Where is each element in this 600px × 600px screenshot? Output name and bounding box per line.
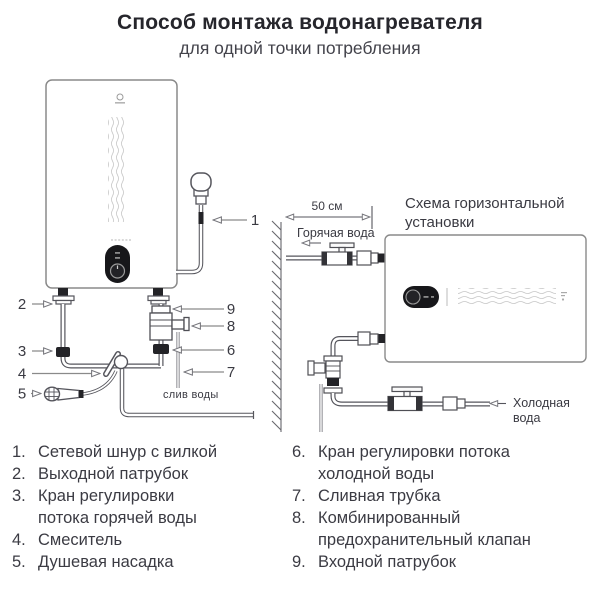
legend-text: Комбинированный предохранительный клапан bbox=[318, 509, 531, 549]
legend-text: Выходной патрубок bbox=[38, 465, 189, 483]
svg-text:7: 7 bbox=[227, 364, 235, 381]
shower-head bbox=[43, 370, 118, 402]
legend-text: Входной патрубок bbox=[318, 553, 456, 571]
callout-9: 9 bbox=[173, 301, 235, 318]
scheme-title-line2: установки bbox=[405, 214, 474, 231]
legend-number: 6. bbox=[292, 443, 306, 461]
distance-label: 50 см bbox=[312, 199, 343, 213]
legend-number: 7. bbox=[292, 487, 306, 505]
legend-item-1: 1. Сетевой шнур с вилкой bbox=[12, 441, 234, 463]
svg-text:2: 2 bbox=[18, 296, 26, 313]
svg-text:1: 1 bbox=[251, 212, 259, 229]
svg-text:5: 5 bbox=[18, 386, 26, 403]
water-heater-horizontal bbox=[378, 234, 587, 363]
legend-number: 8. bbox=[292, 509, 306, 527]
svg-text:4: 4 bbox=[18, 366, 26, 383]
svg-text:9: 9 bbox=[227, 301, 235, 318]
legend-text: Смеситель bbox=[38, 531, 123, 549]
distance-dimension: 50 см bbox=[286, 199, 373, 229]
control-panel-horizontal bbox=[403, 286, 439, 308]
legend-text: Кран регулировки потока горячей воды bbox=[38, 487, 197, 527]
callout-1: 1 bbox=[213, 212, 259, 229]
callout-2: 2 bbox=[18, 296, 52, 313]
inlet-connector bbox=[378, 334, 385, 343]
scheme-title-line1: Схема горизонтальной bbox=[405, 195, 565, 212]
wave-texture bbox=[458, 288, 556, 306]
brand-logo-icon bbox=[115, 93, 125, 104]
legend-number: 9. bbox=[292, 553, 306, 571]
power-plug-icon bbox=[190, 172, 212, 205]
outlet-pipe bbox=[52, 295, 161, 369]
callout-8: 8 bbox=[192, 318, 235, 335]
legend-item-4: 4. Смеситель bbox=[12, 529, 234, 551]
legend-item-3: 3. Кран регулировки потока горячей воды bbox=[12, 485, 234, 529]
brand-logo-icon bbox=[561, 292, 567, 301]
water-heater-front bbox=[45, 79, 178, 296]
safety-valve bbox=[307, 355, 343, 386]
outlet-nipple bbox=[58, 288, 68, 296]
power-cord bbox=[176, 172, 212, 275]
callout-5: 5 bbox=[18, 386, 41, 403]
callout-7: 7 bbox=[184, 364, 235, 381]
legend-text: Душевая насадка bbox=[38, 553, 174, 571]
page-subtitle: для одной точки потребления bbox=[179, 38, 421, 58]
cold-water-valve bbox=[153, 344, 169, 354]
legend-right-column: 6. Кран регулировки потока холодной воды… bbox=[292, 441, 570, 573]
legend-item-6: 6. Кран регулировки потока холодной воды bbox=[292, 441, 570, 485]
legend-item-7: 7. Сливная трубка bbox=[292, 485, 570, 507]
hot-water-pipe-assembly bbox=[286, 242, 385, 266]
legend-text: Сетевой шнур с вилкой bbox=[38, 443, 218, 461]
page-title: Способ монтажа водонагревателя bbox=[117, 11, 483, 34]
control-panel bbox=[105, 245, 130, 283]
vertical-installation-diagram: 1 2 3 4 5 9 8 6 bbox=[18, 79, 259, 419]
mixer-tap bbox=[103, 351, 129, 377]
callout-3: 3 bbox=[18, 343, 52, 360]
svg-text:8: 8 bbox=[227, 318, 235, 335]
legend-text: Кран регулировки потока холодной воды bbox=[318, 443, 510, 483]
safety-valve bbox=[149, 312, 190, 341]
temperature-knob bbox=[405, 289, 421, 305]
inlet-nipple bbox=[153, 288, 163, 296]
horizontal-installation-diagram: Схема горизонтальной установки 50 см Гор… bbox=[271, 195, 587, 432]
wave-texture bbox=[108, 117, 125, 222]
cold-water-label-line2: вода bbox=[513, 411, 540, 425]
svg-text:3: 3 bbox=[18, 343, 26, 360]
cold-water-pipe-assembly bbox=[330, 386, 490, 412]
cold-inlet-assembly bbox=[307, 331, 379, 432]
wall-hatching bbox=[271, 220, 282, 432]
drain-label: слив воды bbox=[163, 389, 219, 401]
legend-item-9: 9. Входной патрубок bbox=[292, 551, 570, 573]
hot-water-label: Горячая вода bbox=[297, 226, 375, 240]
legend-left-column: 1. Сетевой шнур с вилкой 2. Выходной пат… bbox=[12, 441, 234, 573]
hot-water-valve bbox=[56, 347, 70, 357]
legend-number: 5. bbox=[12, 553, 26, 571]
legend-number: 1. bbox=[12, 443, 26, 461]
legend-number: 3. bbox=[12, 487, 26, 505]
legend-text: Сливная трубка bbox=[318, 487, 441, 505]
legend-number: 4. bbox=[12, 531, 26, 549]
legend-item-5: 5. Душевая насадка bbox=[12, 551, 234, 573]
legend-item-2: 2. Выходной патрубок bbox=[12, 463, 234, 485]
callout-4: 4 bbox=[18, 366, 100, 383]
cold-water-label-line1: Холодная bbox=[513, 396, 570, 410]
temperature-knob bbox=[109, 263, 126, 279]
callout-6: 6 bbox=[173, 342, 235, 359]
svg-text:6: 6 bbox=[227, 342, 235, 359]
legend-item-8: 8. Комбинированный предохранительный кла… bbox=[292, 507, 570, 551]
legend-number: 2. bbox=[12, 465, 26, 483]
shower-hose-pipe bbox=[119, 368, 255, 419]
inlet-pipe-group bbox=[147, 295, 190, 388]
